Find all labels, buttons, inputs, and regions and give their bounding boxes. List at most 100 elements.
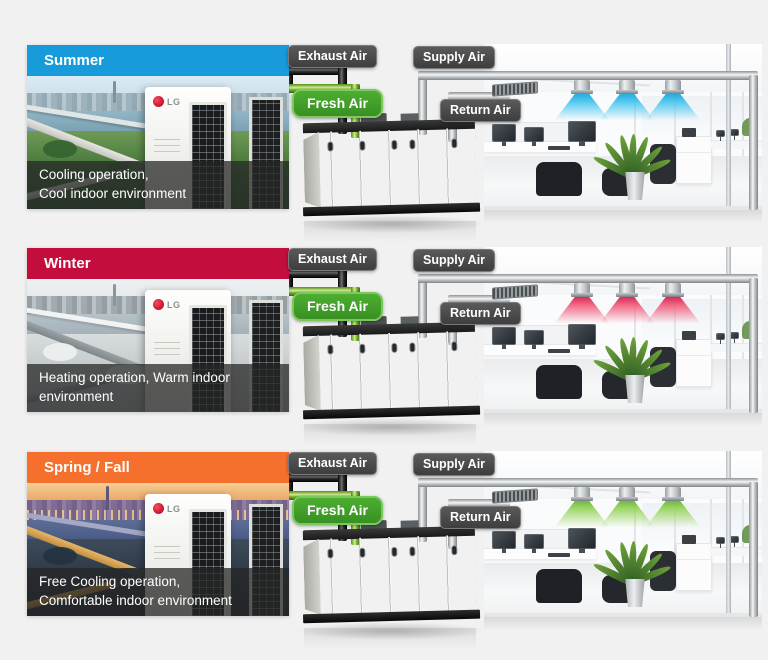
monitor [492,124,516,146]
lg-logo-icon [153,96,164,107]
ahu-front-panels [303,127,477,209]
ahu-reflection [304,628,476,650]
lg-logo-icon [153,503,164,514]
diffuser-flange [571,90,593,94]
ahu-reflection [304,424,476,446]
lg-logo: LG [153,299,181,310]
supply-air-pipe [749,75,758,210]
glass-partition-frame [726,247,731,413]
supply-air-pipe [418,280,427,338]
exhaust-air-tag: Exhaust Air [288,248,378,271]
ahu-reflection [304,221,476,243]
glass-partition-frame [726,44,731,210]
outdoor-unit-label-lines [154,546,180,560]
ceiling-diffuser [645,487,701,529]
plant-pot [625,579,645,607]
diffuser-flange [662,90,684,94]
ahu-door-window [391,546,398,557]
caption-line: Cool indoor environment [39,186,187,201]
ahu-front-panels [303,330,477,412]
season-card: Winter LG [27,248,289,412]
caption-line: Free Cooling operation, [39,574,181,589]
diffuser-flange [616,293,638,297]
keyboard [548,146,570,150]
supply-air-pipe [749,482,758,617]
ahu-floor-shadow [296,418,486,436]
diffuser-flange [571,293,593,297]
ahu-door-window [409,139,416,150]
monitor [730,332,739,343]
office-shadow [484,617,762,630]
season-row-winter: Winter LG [0,247,768,453]
supply-air-pipe [418,71,758,80]
season-header: Spring / Fall [27,452,289,483]
ahu-side-face [303,132,321,208]
cityscape-photo: LG Free Cooling operation, Comfortable i… [27,483,289,616]
season-row-spring-fall: Spring / Fall LG [0,451,768,657]
ahu-door-window [359,547,366,558]
office-chair [536,365,582,399]
season-row-summer: Summer LG [0,44,768,250]
office-photo [484,451,762,617]
office-desk [710,547,762,556]
lg-logo: LG [153,96,181,107]
office-mullion [634,92,636,156]
airflow-cone [645,501,701,528]
season-card: Spring / Fall LG [27,452,289,616]
office-mullion [674,92,676,156]
fresh-air-tag: Fresh Air [292,496,383,525]
return-air-tag: Return Air [440,99,521,122]
cityscape-photo: LG Heating operation, Warm indoor enviro… [27,279,289,412]
ceiling-diffuser [554,80,610,122]
office-photo [484,247,762,413]
office-mullion [674,499,676,563]
monitor [716,130,725,141]
printer [682,128,696,137]
lg-logo-text: LG [167,299,181,310]
glass-partition-frame [726,451,731,617]
ceiling-diffuser [599,80,655,122]
diffuser-flange [571,497,593,501]
diffuser-flange [616,497,638,501]
office-mullion [634,499,636,563]
scene-trees [42,546,77,565]
ahu-front-panels [303,534,477,616]
monitor [568,121,596,146]
ahu-door-window [327,141,334,152]
ahu-door-window [359,343,366,354]
monitor [524,330,544,349]
photo-bottom-edge [484,206,762,210]
ceiling-diffuser [645,80,701,122]
ahu-side-face [303,539,321,615]
office-chair [536,569,582,603]
plant-pot [625,172,645,200]
supply-air-tag: Supply Air [413,453,496,476]
diffuser-icon [574,487,590,498]
caption-line: environment [39,389,114,404]
airflow-cone [645,94,701,121]
ahu-door-window [327,548,334,559]
photo-bottom-edge [484,613,762,617]
scene-tower [105,485,109,510]
diffuser-icon [665,80,681,91]
printer [682,331,696,340]
office-cabinet [676,543,712,591]
diffuser-icon [619,80,635,91]
exhaust-pipe [285,473,347,482]
monitor [524,534,544,553]
lg-logo: LG [153,503,181,514]
plant-pot [625,375,645,403]
supply-air-pipe [418,478,758,487]
keyboard [548,553,570,557]
fresh-air-pipe [286,287,360,296]
fresh-air-pipe [286,491,360,500]
ahu-door-window [451,138,458,149]
cabinet-line [676,355,712,356]
monitor [730,536,739,547]
exhaust-air-tag: Exhaust Air [288,45,378,68]
office-photo [484,44,762,210]
outdoor-unit-label-lines [154,139,180,153]
diffuser-icon [619,487,635,498]
exhaust-pipe [285,66,347,75]
air-handling-unit [302,316,481,424]
